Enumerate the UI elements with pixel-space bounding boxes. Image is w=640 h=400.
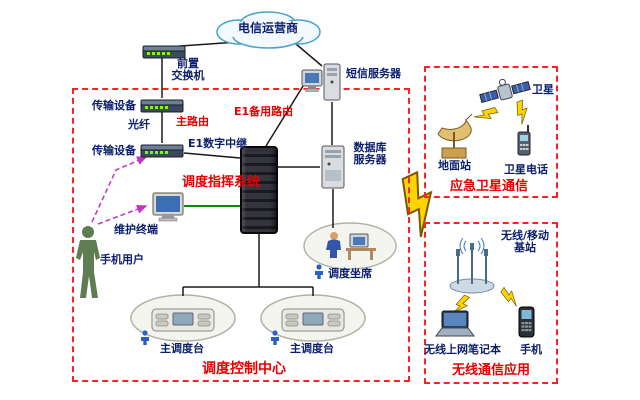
dispatcher-seat-label: 调度坐席 (328, 267, 372, 280)
console2-person-icon (270, 330, 280, 349)
e1-backup-route-label: E1备用路由 (234, 105, 294, 118)
mobile-user-arrows (91, 156, 148, 225)
transmission-device1-label: 传输设备 (92, 99, 136, 112)
mobile-phone-icon (518, 306, 535, 342)
transmission-device2-icon (140, 143, 184, 162)
dispatcher-seat-person-icon (314, 264, 324, 283)
bolt-tower-to-phone (500, 286, 517, 307)
satellite-icon (478, 76, 532, 112)
transmission-device2-label: 传输设备 (92, 144, 136, 157)
base-station-tower-icon (448, 236, 496, 298)
transmission-device1-icon (140, 98, 184, 117)
cable-lines (161, 41, 334, 296)
ground-station-label: 地面站 (438, 159, 471, 172)
mobile-user-person-icon (72, 224, 108, 306)
bolt-tower-to-laptop (452, 294, 471, 314)
console2-icon (281, 306, 345, 338)
sms-server-label: 短信服务器 (346, 67, 401, 80)
console1-person-icon (140, 330, 150, 349)
cloud-icon (205, 10, 331, 54)
console2-label: 主调度台 (290, 342, 334, 355)
satellite-phone-label: 卫星电话 (504, 163, 548, 176)
ground-station-icon (432, 112, 476, 164)
control-center-label: 调度控制中心 (202, 361, 286, 377)
main-route-label: 主路由 (176, 115, 209, 128)
satellite-comm-zone (424, 66, 558, 198)
bolt-satellite-to-ground (474, 107, 499, 120)
satellite-label: 卫星 (532, 83, 554, 96)
cloud-label: 电信运营商 (237, 21, 298, 35)
console1-label: 主调度台 (160, 342, 204, 355)
front-switch-icon (142, 44, 186, 63)
console1-icon (151, 306, 215, 338)
sms-server-icon (300, 62, 342, 106)
dispatch-center-zone (72, 88, 410, 382)
mobile-phone-label: 手机 (520, 343, 542, 356)
db-server-label: 数据库 服务器 (353, 141, 387, 166)
dispatcher-seat-scene-icon (320, 228, 382, 266)
fiber-label: 光纤 (128, 118, 150, 131)
satellite-comm-zone-label: 应急卫星通信 (450, 179, 529, 194)
bolt-satellite-to-phone (516, 99, 528, 125)
wireless-app-zone (424, 222, 558, 384)
maintenance-terminal-label: 维护终端 (114, 223, 158, 236)
cloud-shape (216, 11, 321, 49)
maintenance-terminal-icon (152, 192, 184, 226)
mobile-user-label: 手机用户 (100, 253, 144, 266)
laptop-icon (434, 310, 476, 342)
dispatch-system-label: 调度指挥系统 (182, 175, 261, 190)
satellite-phone-icon (516, 124, 532, 160)
laptop-label: 无线上网笔记本 (424, 343, 501, 356)
db-server-icon (320, 145, 346, 193)
front-switch-label: 前置 交换机 (171, 57, 205, 82)
dispatch-server-rack-icon (240, 146, 278, 234)
wireless-zone-label: 无线通信应用 (452, 363, 531, 378)
e1-trunk-label: E1数字中继 (188, 137, 248, 150)
base-station-label: 无线/移动 基站 (500, 229, 550, 254)
